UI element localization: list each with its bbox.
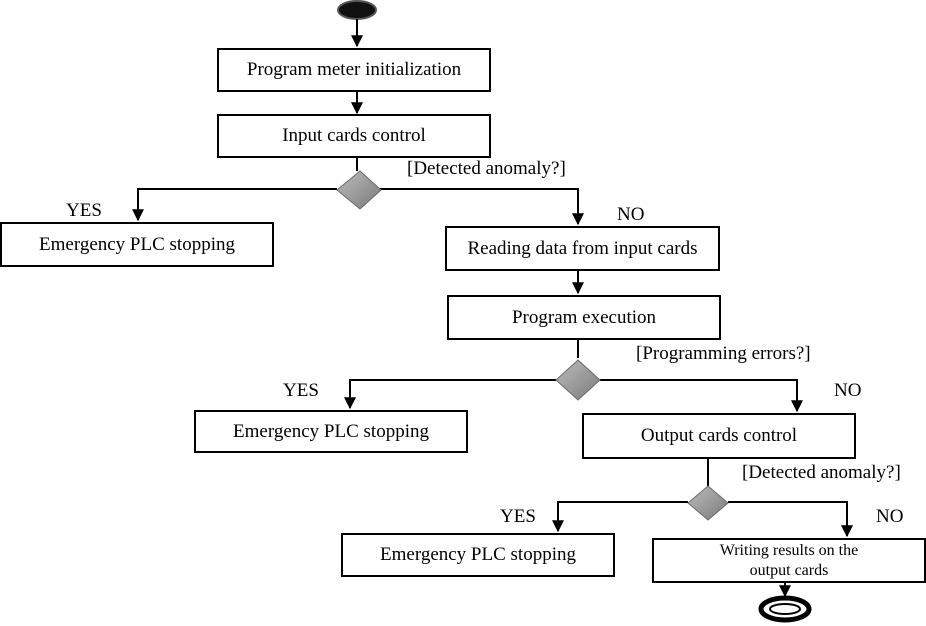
decision-diamond-2 [555,359,601,401]
decision-diamond-1 [336,170,382,210]
branch-label-yes-3: YES [500,506,536,527]
branch-label-yes-2: YES [283,380,319,401]
decision-label-2: [Programming errors?] [636,343,811,364]
node-output-cards-control: Output cards control [582,413,856,459]
decision-label-3: [Detected anomaly?] [742,462,901,483]
node-label: Input cards control [282,125,426,147]
node-reading-input-cards: Reading data from input cards [445,226,720,271]
node-program-meter-initialization: Program meter initialization [217,48,491,92]
node-emergency-stop-1: Emergency PLC stopping [0,222,274,267]
connector-decision-3-no [728,501,853,538]
node-program-execution: Program execution [447,295,721,340]
node-label: Output cards control [640,425,798,447]
branch-label-yes-1: YES [66,200,102,221]
node-label: Emergency PLC stopping [39,233,235,255]
branch-label-no-3: NO [876,506,904,527]
decision-diamond-3 [687,485,729,521]
node-label: Reading data from input cards [467,237,698,259]
branch-label-no-1: NO [617,204,645,225]
branch-label-no-2: NO [834,380,862,401]
node-label: Emergency PLC stopping [380,544,576,566]
node-label-line-2: output cards [749,561,829,579]
connector-decision-1-yes [132,188,337,222]
node-input-cards-control: Input cards control [217,114,491,158]
connector-decision-2-yes [344,379,556,410]
end-node-inner [769,603,801,615]
node-label: Emergency PLC stopping [233,420,429,442]
node-writing-results: Writing results on the output cards [652,538,926,583]
connector-decision-1-no [377,188,584,226]
node-label: Program execution [511,306,657,328]
node-label-line-1: Writing results on the [719,542,859,560]
decision-label-1: [Detected anomaly?] [407,158,566,179]
start-node [337,0,377,20]
node-emergency-stop-3: Emergency PLC stopping [341,533,615,577]
connector-decision-2-no [600,379,803,413]
node-label: Program meter initialization [246,59,462,81]
connector-decision-3-yes [552,501,688,533]
node-emergency-stop-2: Emergency PLC stopping [194,410,468,453]
